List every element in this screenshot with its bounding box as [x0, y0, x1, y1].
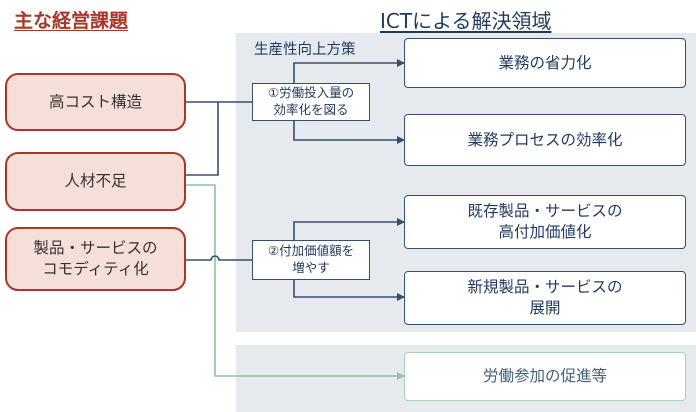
measure1-to-solution2 — [293, 121, 405, 144]
issues-heading: 主な経営課題 — [14, 10, 129, 32]
issue-high-cost: 高コスト構造 — [5, 73, 186, 131]
solutions-heading: ICTによる解決領域 — [380, 9, 552, 33]
issue-commoditization: 製品・サービスの コモディティ化 — [5, 227, 186, 291]
green-connector — [186, 184, 405, 380]
productivity-panel-label: 生産性向上方策 — [254, 42, 356, 58]
issue-labor-shortage: 人材不足 — [5, 152, 186, 211]
measure2-to-solution4 — [293, 280, 405, 301]
solution-process-efficiency: 業務プロセスの効率化 — [404, 114, 686, 166]
measure1-to-solution1 — [293, 59, 405, 83]
measure-value-added: ②付加価値額を 増やす — [252, 240, 370, 280]
issue3-connector — [186, 255, 252, 261]
solution-labor-participation: 労働参加の促進等 — [404, 352, 686, 401]
issue2-connector — [186, 102, 219, 176]
measure-labor-efficiency: ①労働投入量の 効率化を図る — [252, 83, 370, 121]
measure2-to-solution3 — [293, 218, 405, 240]
solution-new-products: 新規製品・サービスの 展開 — [404, 271, 686, 325]
solution-high-value-added: 既存製品・サービスの 高付加価値化 — [404, 195, 686, 249]
solution-labor-saving: 業務の省力化 — [404, 38, 686, 88]
